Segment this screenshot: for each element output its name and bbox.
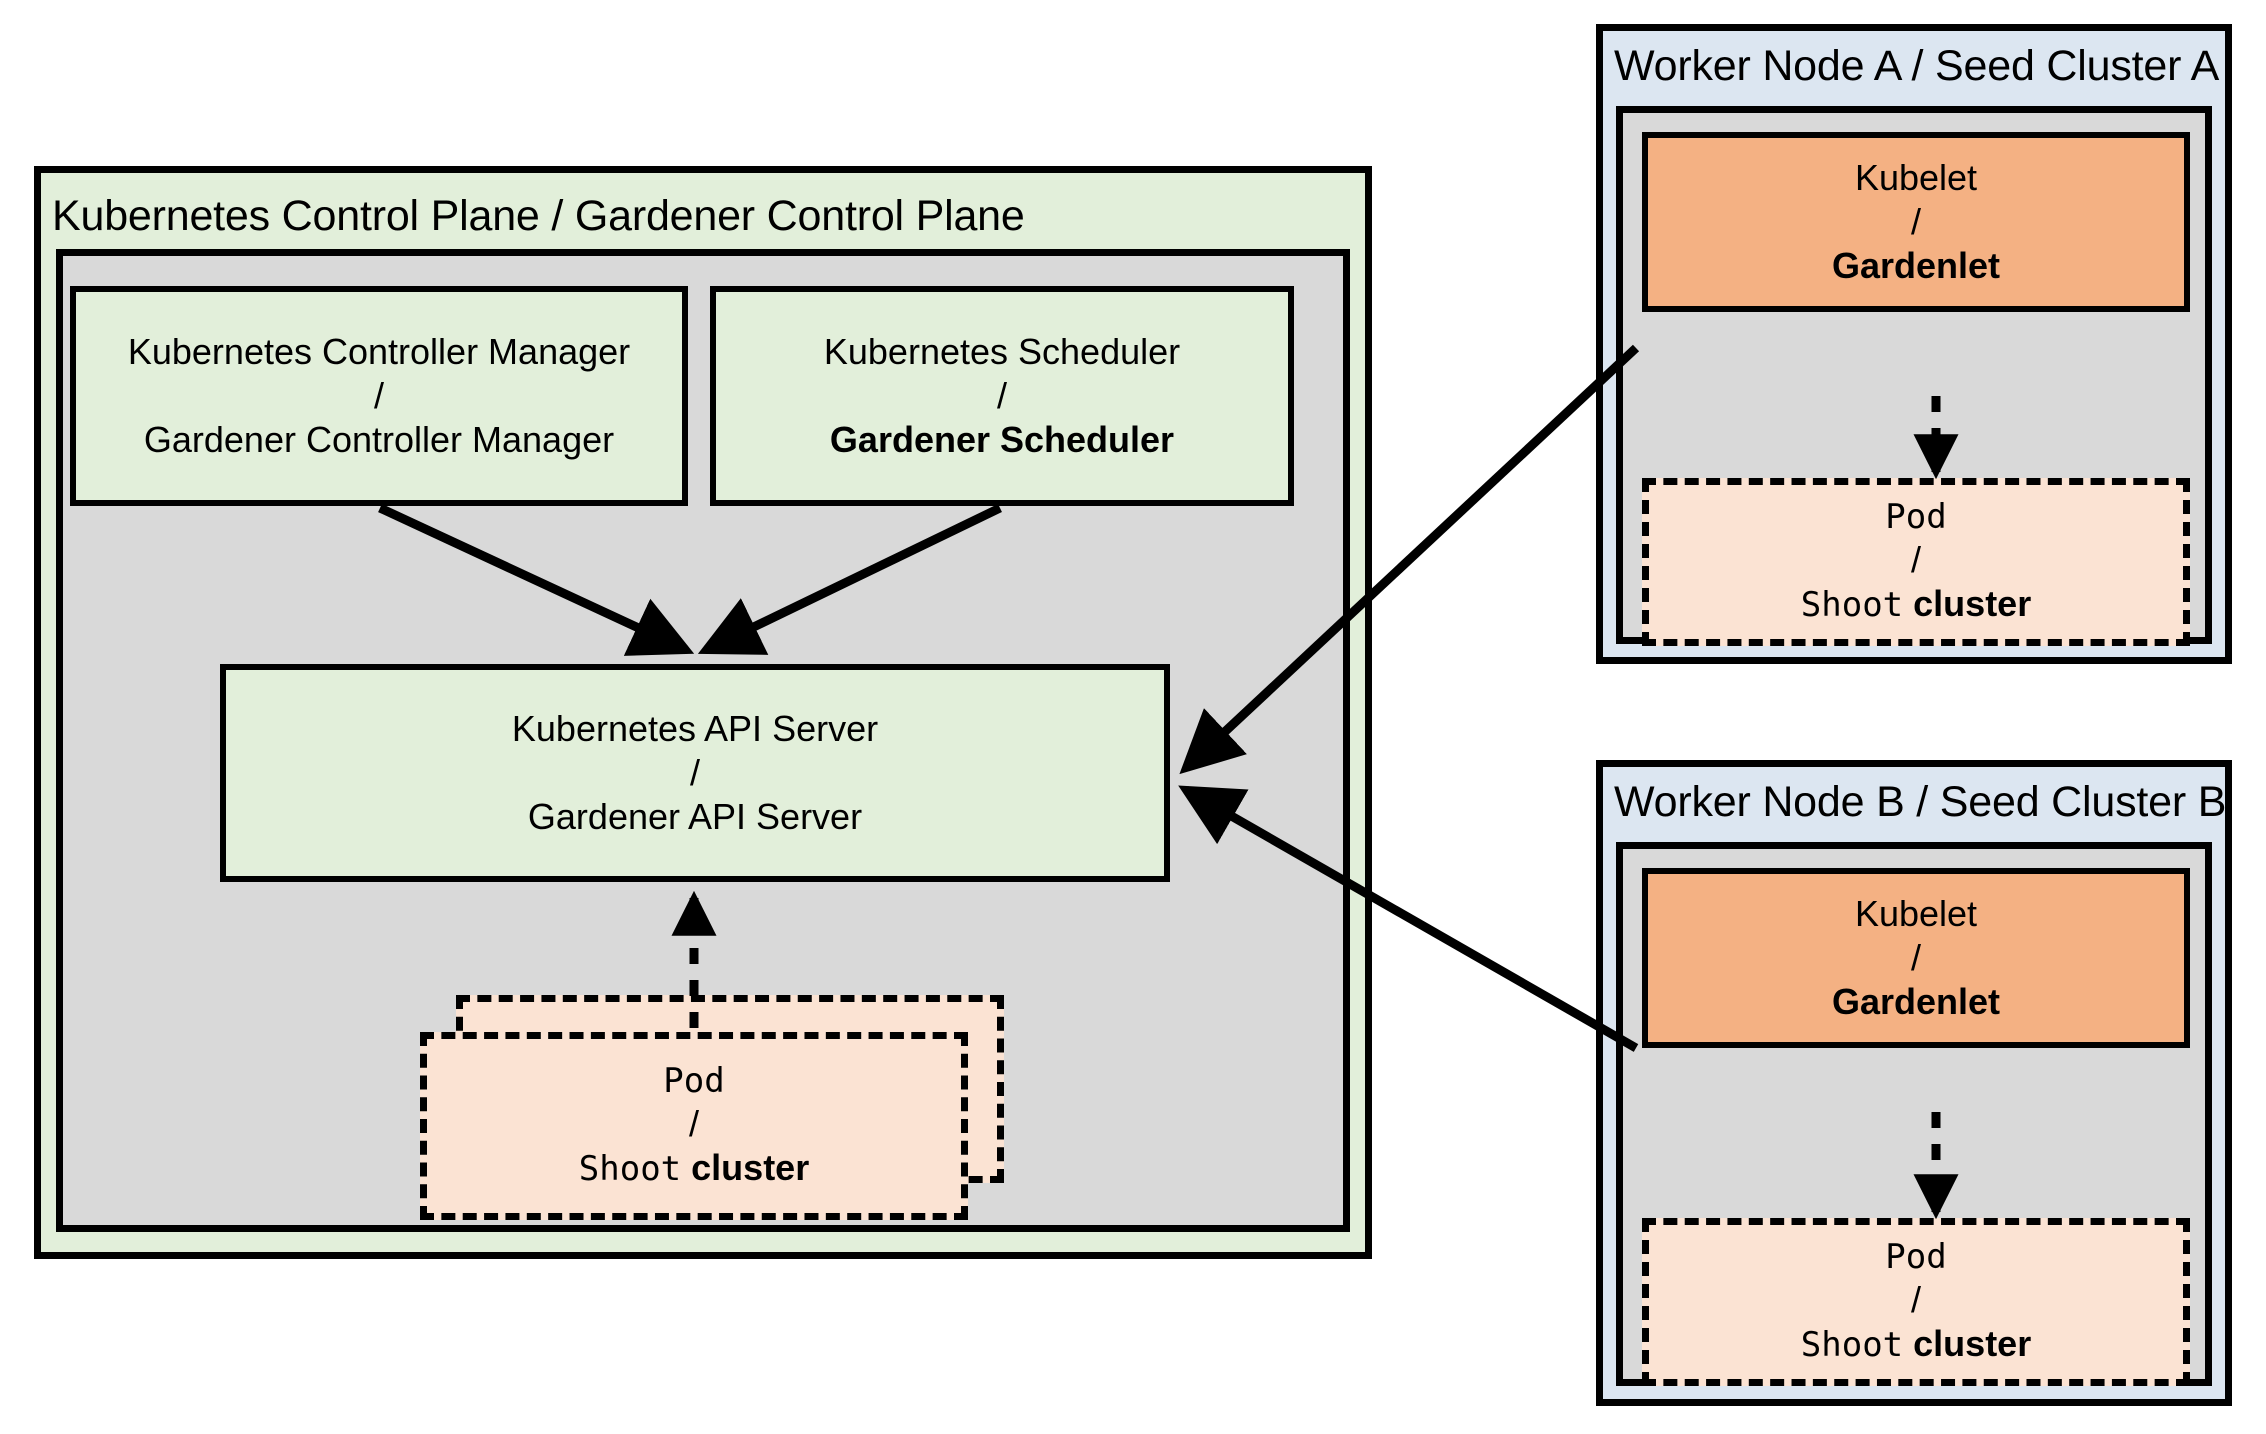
worker-node-b-pod-label: Pod / Shoot cluster: [1649, 1237, 2183, 1367]
control-plane-pod-separator: /: [688, 1103, 699, 1145]
controller-manager-label: Kubernetes Controller Manager / Gardener…: [76, 330, 682, 462]
worker-node-a-kubelet-line1: Kubelet: [1854, 157, 1978, 199]
worker-node-a-pod-line1: Pod: [1885, 497, 1947, 538]
worker-node-b-kubelet-label: Kubelet / Gardenlet: [1648, 892, 2184, 1024]
control-plane-pod-label: Pod / Shoot cluster: [427, 1061, 961, 1191]
controller-manager-separator: /: [373, 375, 384, 417]
worker-node-a-pod-line2: Shoot cluster: [1649, 582, 2183, 626]
worker-node-a-kubelet-line2: Gardenlet: [1831, 244, 2001, 286]
worker-node-b-title: Worker Node B / Seed Cluster B: [1614, 778, 2227, 826]
worker-node-b-pod-line2: Shoot cluster: [1649, 1322, 2183, 1366]
control-plane-pod-line2: Shoot cluster: [427, 1146, 961, 1190]
control-plane-pod-line2-bold: cluster: [691, 1147, 810, 1189]
worker-node-b-kubelet-box[interactable]: Kubelet / Gardenlet: [1642, 868, 2190, 1048]
worker-node-a-pod-separator: /: [1910, 539, 1921, 581]
worker-node-b-pod-separator: /: [1910, 1279, 1921, 1321]
api-server-label: Kubernetes API Server / Gardener API Ser…: [226, 707, 1164, 839]
control-plane-pod-box[interactable]: Pod / Shoot cluster: [420, 1032, 968, 1220]
worker-node-a-pod-label: Pod / Shoot cluster: [1649, 497, 2183, 627]
kubernetes-api-server-box[interactable]: Kubernetes API Server / Gardener API Ser…: [220, 664, 1170, 882]
worker-node-b-kubelet-line1: Kubelet: [1854, 893, 1978, 935]
api-server-line2: Gardener API Server: [527, 795, 863, 837]
kubernetes-controller-manager-box[interactable]: Kubernetes Controller Manager / Gardener…: [70, 286, 688, 506]
worker-node-a-kubelet-box[interactable]: Kubelet / Gardenlet: [1642, 132, 2190, 312]
worker-node-b-pod-box[interactable]: Pod / Shoot cluster: [1642, 1218, 2190, 1386]
worker-node-a-kubelet-label: Kubelet / Gardenlet: [1648, 156, 2184, 288]
worker-node-a-kubelet-separator: /: [1910, 201, 1921, 243]
worker-node-b-pod-line2-mono: Shoot: [1800, 1325, 1904, 1366]
scheduler-label: Kubernetes Scheduler / Gardener Schedule…: [716, 330, 1288, 462]
api-server-line1: Kubernetes API Server: [511, 708, 879, 750]
api-server-separator: /: [689, 752, 700, 794]
scheduler-separator: /: [996, 375, 1007, 417]
scheduler-line1: Kubernetes Scheduler: [823, 331, 1181, 373]
controller-manager-line1: Kubernetes Controller Manager: [127, 331, 631, 373]
worker-node-a-pod-line2-bold: cluster: [1913, 583, 2032, 625]
control-plane-pod-line2-mono: Shoot: [578, 1149, 682, 1190]
control-plane-title: Kubernetes Control Plane / Gardener Cont…: [52, 192, 1025, 240]
worker-node-b-pod-line1: Pod: [1885, 1237, 1947, 1278]
kubernetes-scheduler-box[interactable]: Kubernetes Scheduler / Gardener Schedule…: [710, 286, 1294, 506]
worker-node-a-title: Worker Node A / Seed Cluster A: [1614, 42, 2220, 90]
controller-manager-line2: Gardener Controller Manager: [143, 418, 615, 460]
worker-node-a-pod-line2-mono: Shoot: [1800, 585, 1904, 626]
worker-node-a-pod-box[interactable]: Pod / Shoot cluster: [1642, 478, 2190, 646]
worker-node-b-kubelet-line2: Gardenlet: [1831, 980, 2001, 1022]
worker-node-b-pod-line2-bold: cluster: [1913, 1323, 2032, 1365]
control-plane-pod-line1: Pod: [663, 1061, 725, 1102]
worker-node-b-kubelet-separator: /: [1910, 937, 1921, 979]
scheduler-line2: Gardener Scheduler: [829, 418, 1175, 460]
